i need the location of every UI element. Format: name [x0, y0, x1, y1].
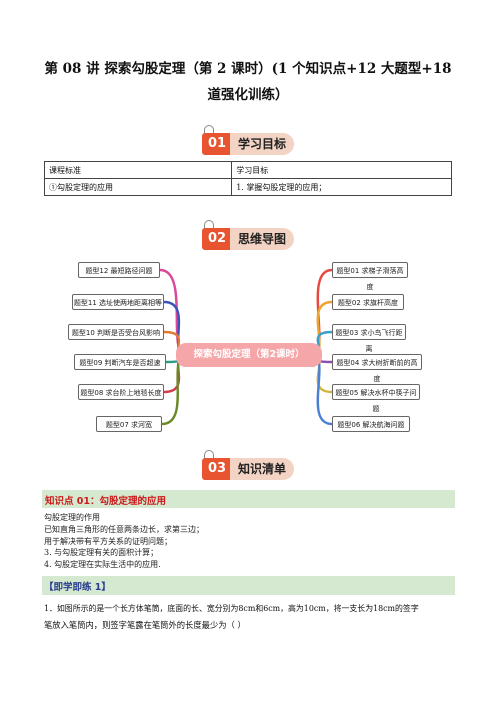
mind-map-node-left-6: 题型07 求河宽 — [96, 416, 162, 432]
question-line: 1．如图所示的是一个长方体笔筒，底面的长、宽分别为8cm和6cm，高为10cm，… — [44, 604, 419, 613]
knowledge-line: 已知直角三角形的任意两条边长，求第三边； — [44, 524, 204, 534]
section-label: 知识清单 — [230, 458, 294, 480]
table-header-row: 课程标准 学习目标 — [43, 161, 452, 179]
knowledge-line: 用于解决带有平方关系的证明问题； — [44, 536, 172, 546]
page-title-line-2: 道强化训练） — [207, 87, 289, 103]
knowledge-line: 4. 勾股定理在实际生活中的应用. — [44, 560, 161, 570]
learning-goals-table: 课程标准 学习目标 ①勾股定理的应用 1. 掌握勾股定理的应用； — [43, 161, 452, 196]
table-cell: 1. 掌握勾股定理的应用； — [231, 178, 452, 196]
mind-map-node-left-4: 题型09 判断汽车是否超速 — [74, 354, 166, 370]
table-header-cell: 学习目标 — [231, 161, 452, 179]
section-banner-goals: 01 学习目标 — [202, 125, 294, 155]
section-number: 01 — [202, 133, 232, 155]
hook-icon — [204, 125, 214, 134]
mind-map-node-right-3: 题型03 求小鸟飞行距离 — [332, 324, 406, 353]
mind-map-node-left-5: 题型08 求台阶上地毯长度 — [78, 384, 164, 400]
mind-map-node-right-5: 题型05 解决水杯中筷子问题 — [332, 384, 420, 413]
knowledge-line: 勾股定理的作用 — [44, 513, 100, 522]
section-label: 学习目标 — [230, 133, 294, 155]
question-line: 笔放入笔筒内，则签字笔露在笔筒外的长度最少为（ ） — [44, 620, 246, 630]
table-row: ①勾股定理的应用 1. 掌握勾股定理的应用； — [43, 178, 452, 196]
hook-icon — [204, 450, 214, 459]
mind-map-center: 探索勾股定理（第2课时） — [176, 343, 322, 367]
mind-map-node-right-4: 题型04 求大树折断前的高度 — [332, 354, 422, 383]
section-number: 02 — [202, 228, 232, 250]
knowledge-body: 勾股定理的作用 已知直角三角形的任意两条边长，求第三边； 用于解决带有平方关系的… — [44, 512, 454, 571]
mind-map-branch-right-1 — [311, 268, 333, 357]
mind-map-node-left-2: 题型11 选址使两地距离相等 — [72, 294, 164, 310]
mind-map-branch-left-1 — [159, 268, 187, 357]
section-banner-knowledge: 03 知识清单 — [202, 450, 294, 480]
knowledge-title: 知识点 01：勾股定理的应用 — [45, 496, 167, 507]
knowledge-line: 3. 与勾股定理有关的面积计算； — [44, 548, 159, 558]
mind-map-node-left-3: 题型10 判断是否受台风影响 — [68, 324, 164, 340]
practice-title: 【即学即练 1】 — [44, 582, 111, 593]
mind-map: 题型12 最短路径问题题型11 选址使两地距离相等题型10 判断是否受台风影响题… — [68, 258, 430, 448]
knowledge-title-bar: 知识点 01：勾股定理的应用 — [42, 490, 455, 508]
hook-icon — [204, 220, 214, 229]
mind-map-node-left-1: 题型12 最短路径问题 — [78, 262, 160, 278]
practice-title-bar: 【即学即练 1】 — [42, 576, 455, 595]
page-title-line-1: 第 08 讲 探索勾股定理（第 2 课时）(1 个知识点+12 大题型+18 — [44, 61, 452, 77]
section-number: 03 — [202, 458, 232, 480]
section-label: 思维导图 — [230, 228, 294, 250]
practice-question: 1．如图所示的是一个长方体笔筒，底面的长、宽分别为8cm和6cm，高为10cm，… — [44, 600, 456, 634]
mind-map-node-right-1: 题型01 求梯子滑落高度 — [332, 262, 408, 291]
mind-map-node-right-6: 题型06 解决航海问题 — [332, 416, 410, 432]
section-banner-mindmap: 02 思维导图 — [202, 220, 294, 250]
mind-map-node-right-2: 题型02 求旗杆高度 — [332, 294, 404, 310]
table-cell: ①勾股定理的应用 — [43, 178, 233, 196]
table-header-cell: 课程标准 — [43, 161, 233, 179]
